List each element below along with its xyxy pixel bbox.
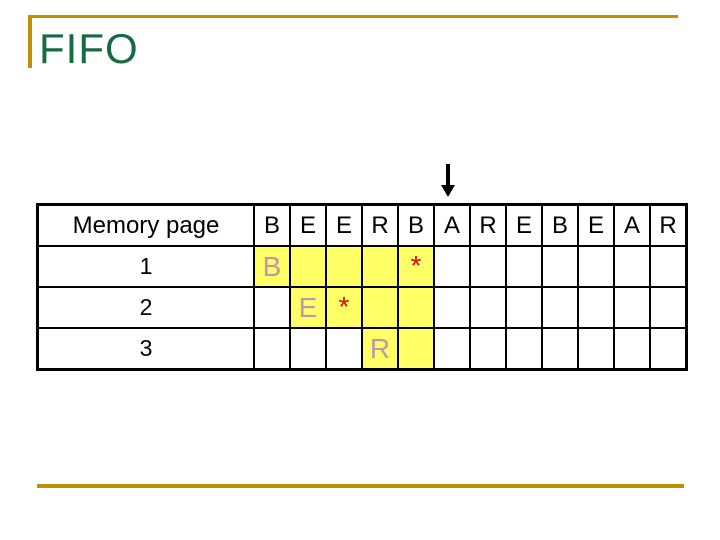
loaded-page-cell: R: [361, 327, 399, 371]
page-fault-star-cell: *: [397, 245, 435, 288]
empty-cell: [397, 286, 435, 329]
empty-cell: [613, 286, 651, 329]
empty-cell: [613, 245, 651, 288]
empty-cell: [469, 327, 507, 371]
empty-cell: [253, 327, 291, 371]
empty-cell: [253, 286, 291, 329]
reference-letter-cell: A: [433, 203, 471, 247]
left-accent-line: [28, 15, 32, 68]
loaded-page-cell: E: [289, 286, 327, 329]
frame-number-cell: 3: [36, 327, 255, 371]
bottom-accent-line: [37, 484, 684, 488]
frame-number-cell: 1: [36, 245, 255, 288]
empty-cell: [541, 327, 579, 371]
empty-cell: [649, 286, 688, 329]
memory-page-corner-label: Memory page: [36, 203, 255, 247]
loaded-page-cell: B: [253, 245, 291, 288]
empty-cell: [289, 245, 327, 288]
empty-cell: [433, 286, 471, 329]
page-fault-star-cell: *: [325, 286, 363, 329]
slide-title: FIFO: [39, 25, 139, 72]
empty-cell: [325, 245, 363, 288]
empty-cell: [433, 245, 471, 288]
empty-cell: [505, 286, 543, 329]
top-accent-line: [30, 15, 678, 18]
empty-cell: [577, 245, 615, 288]
empty-cell: [541, 245, 579, 288]
empty-cell: [469, 286, 507, 329]
reference-letter-cell: R: [469, 203, 507, 247]
empty-cell: [433, 327, 471, 371]
empty-cell: [541, 286, 579, 329]
empty-cell: [361, 286, 399, 329]
reference-letter-cell: E: [577, 203, 615, 247]
empty-cell: [577, 327, 615, 371]
reference-letter-cell: A: [613, 203, 651, 247]
reference-letter-cell: B: [397, 203, 435, 247]
reference-letter-cell: B: [253, 203, 291, 247]
reference-letter-cell: E: [289, 203, 327, 247]
reference-letter-cell: R: [649, 203, 688, 247]
reference-letter-cell: B: [541, 203, 579, 247]
empty-cell: [649, 245, 688, 288]
reference-letter-cell: E: [325, 203, 363, 247]
frame-number-cell: 2: [36, 286, 255, 329]
empty-cell: [469, 245, 507, 288]
empty-cell: [505, 327, 543, 371]
empty-cell: [397, 327, 435, 371]
down-arrow-icon: [439, 164, 457, 198]
empty-cell: [325, 327, 363, 371]
reference-letter-cell: R: [361, 203, 399, 247]
reference-letter-cell: E: [505, 203, 543, 247]
empty-cell: [649, 327, 688, 371]
empty-cell: [361, 245, 399, 288]
empty-cell: [577, 286, 615, 329]
empty-cell: [289, 327, 327, 371]
empty-cell: [613, 327, 651, 371]
empty-cell: [505, 245, 543, 288]
